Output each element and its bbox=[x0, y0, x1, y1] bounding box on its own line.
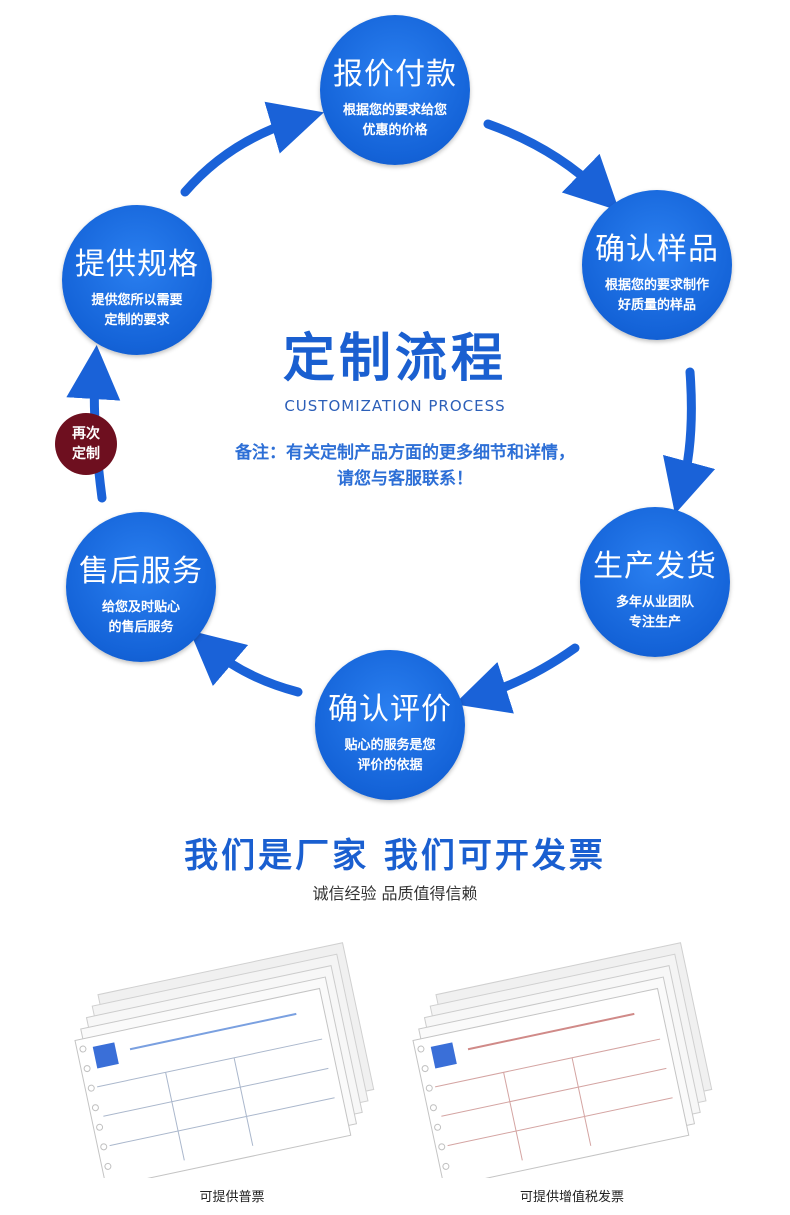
step-desc: 贴心的服务是您 评价的依据 bbox=[333, 736, 447, 776]
desc-line: 根据您的要求制作 bbox=[604, 278, 709, 293]
desc-line: 定制的要求 bbox=[104, 313, 170, 328]
desc-line: 贴心的服务是您 bbox=[344, 738, 436, 753]
desc-line: 评价的依据 bbox=[357, 758, 423, 773]
step-title: 生产发货 bbox=[593, 549, 717, 584]
reorder-line: 再次 bbox=[72, 426, 100, 442]
factory-title: 我们是厂家 我们可开发票 bbox=[184, 836, 606, 876]
step-title: 提供规格 bbox=[75, 247, 199, 282]
step-desc: 根据您的要求给您 优惠的价格 bbox=[338, 101, 452, 141]
desc-line: 好质量的样品 bbox=[617, 298, 696, 313]
step-title: 报价付款 bbox=[333, 57, 457, 92]
vat-invoice-caption: 可提供增值税发票 bbox=[519, 1190, 624, 1205]
arrow-ship-to-review bbox=[454, 643, 580, 714]
step-production-shipping: 生产发货 多年从业团队 专注生产 bbox=[580, 507, 730, 657]
step-title: 确认评价 bbox=[328, 692, 452, 727]
vat-invoice-image bbox=[412, 942, 713, 1178]
desc-line: 多年从业团队 bbox=[615, 595, 694, 610]
general-invoice-image bbox=[74, 942, 375, 1178]
reorder-line: 定制 bbox=[72, 446, 100, 462]
process-subtitle: CUSTOMIZATION PROCESS bbox=[284, 397, 506, 415]
customization-process-diagram: 报价付款 根据您的要求给您 优惠的价格 确认样品 根据您的要求制作 好质量的样品… bbox=[55, 15, 732, 800]
note-line: 备注：有关定制产品方面的更多细节和详情， bbox=[235, 443, 575, 463]
process-title: 定制流程 bbox=[282, 329, 507, 389]
arrow-review-to-aftersale bbox=[189, 630, 303, 697]
arrow-sample-to-ship bbox=[662, 367, 716, 515]
desc-line: 根据您的要求给您 bbox=[342, 103, 447, 118]
step-desc: 多年从业团队 专注生产 bbox=[598, 593, 712, 633]
step-confirm-review: 确认评价 贴心的服务是您 评价的依据 bbox=[315, 650, 465, 800]
note-line: 请您与客服联系！ bbox=[337, 469, 473, 489]
step-desc: 提供您所以需要 定制的要求 bbox=[80, 291, 194, 331]
step-desc: 根据您的要求制作 好质量的样品 bbox=[600, 276, 714, 316]
reorder-badge: 再次 定制 bbox=[55, 413, 117, 475]
step-title: 售后服务 bbox=[79, 554, 203, 589]
desc-line: 给您及时贴心 bbox=[101, 600, 180, 615]
desc-line: 专注生产 bbox=[628, 615, 681, 630]
general-invoice-caption: 可提供普票 bbox=[199, 1190, 265, 1205]
step-desc: 给您及时贴心 的售后服务 bbox=[84, 598, 198, 638]
desc-line: 的售后服务 bbox=[108, 620, 174, 635]
step-title: 确认样品 bbox=[595, 232, 719, 267]
process-note: 备注：有关定制产品方面的更多细节和详情， 请您与客服联系！ bbox=[190, 440, 620, 492]
desc-line: 提供您所以需要 bbox=[91, 293, 183, 308]
arrow-spec-to-quote bbox=[180, 101, 324, 197]
desc-line: 优惠的价格 bbox=[362, 123, 428, 138]
arrow-quote-to-sample bbox=[483, 119, 620, 211]
step-provide-specs: 提供规格 提供您所以需要 定制的要求 bbox=[62, 205, 212, 355]
step-quote-payment: 报价付款 根据您的要求给您 优惠的价格 bbox=[320, 15, 470, 165]
factory-subtitle: 诚信经验 品质值得信赖 bbox=[312, 884, 478, 903]
step-after-sales: 售后服务 给您及时贴心 的售后服务 bbox=[66, 512, 216, 662]
step-confirm-sample: 确认样品 根据您的要求制作 好质量的样品 bbox=[582, 190, 732, 340]
